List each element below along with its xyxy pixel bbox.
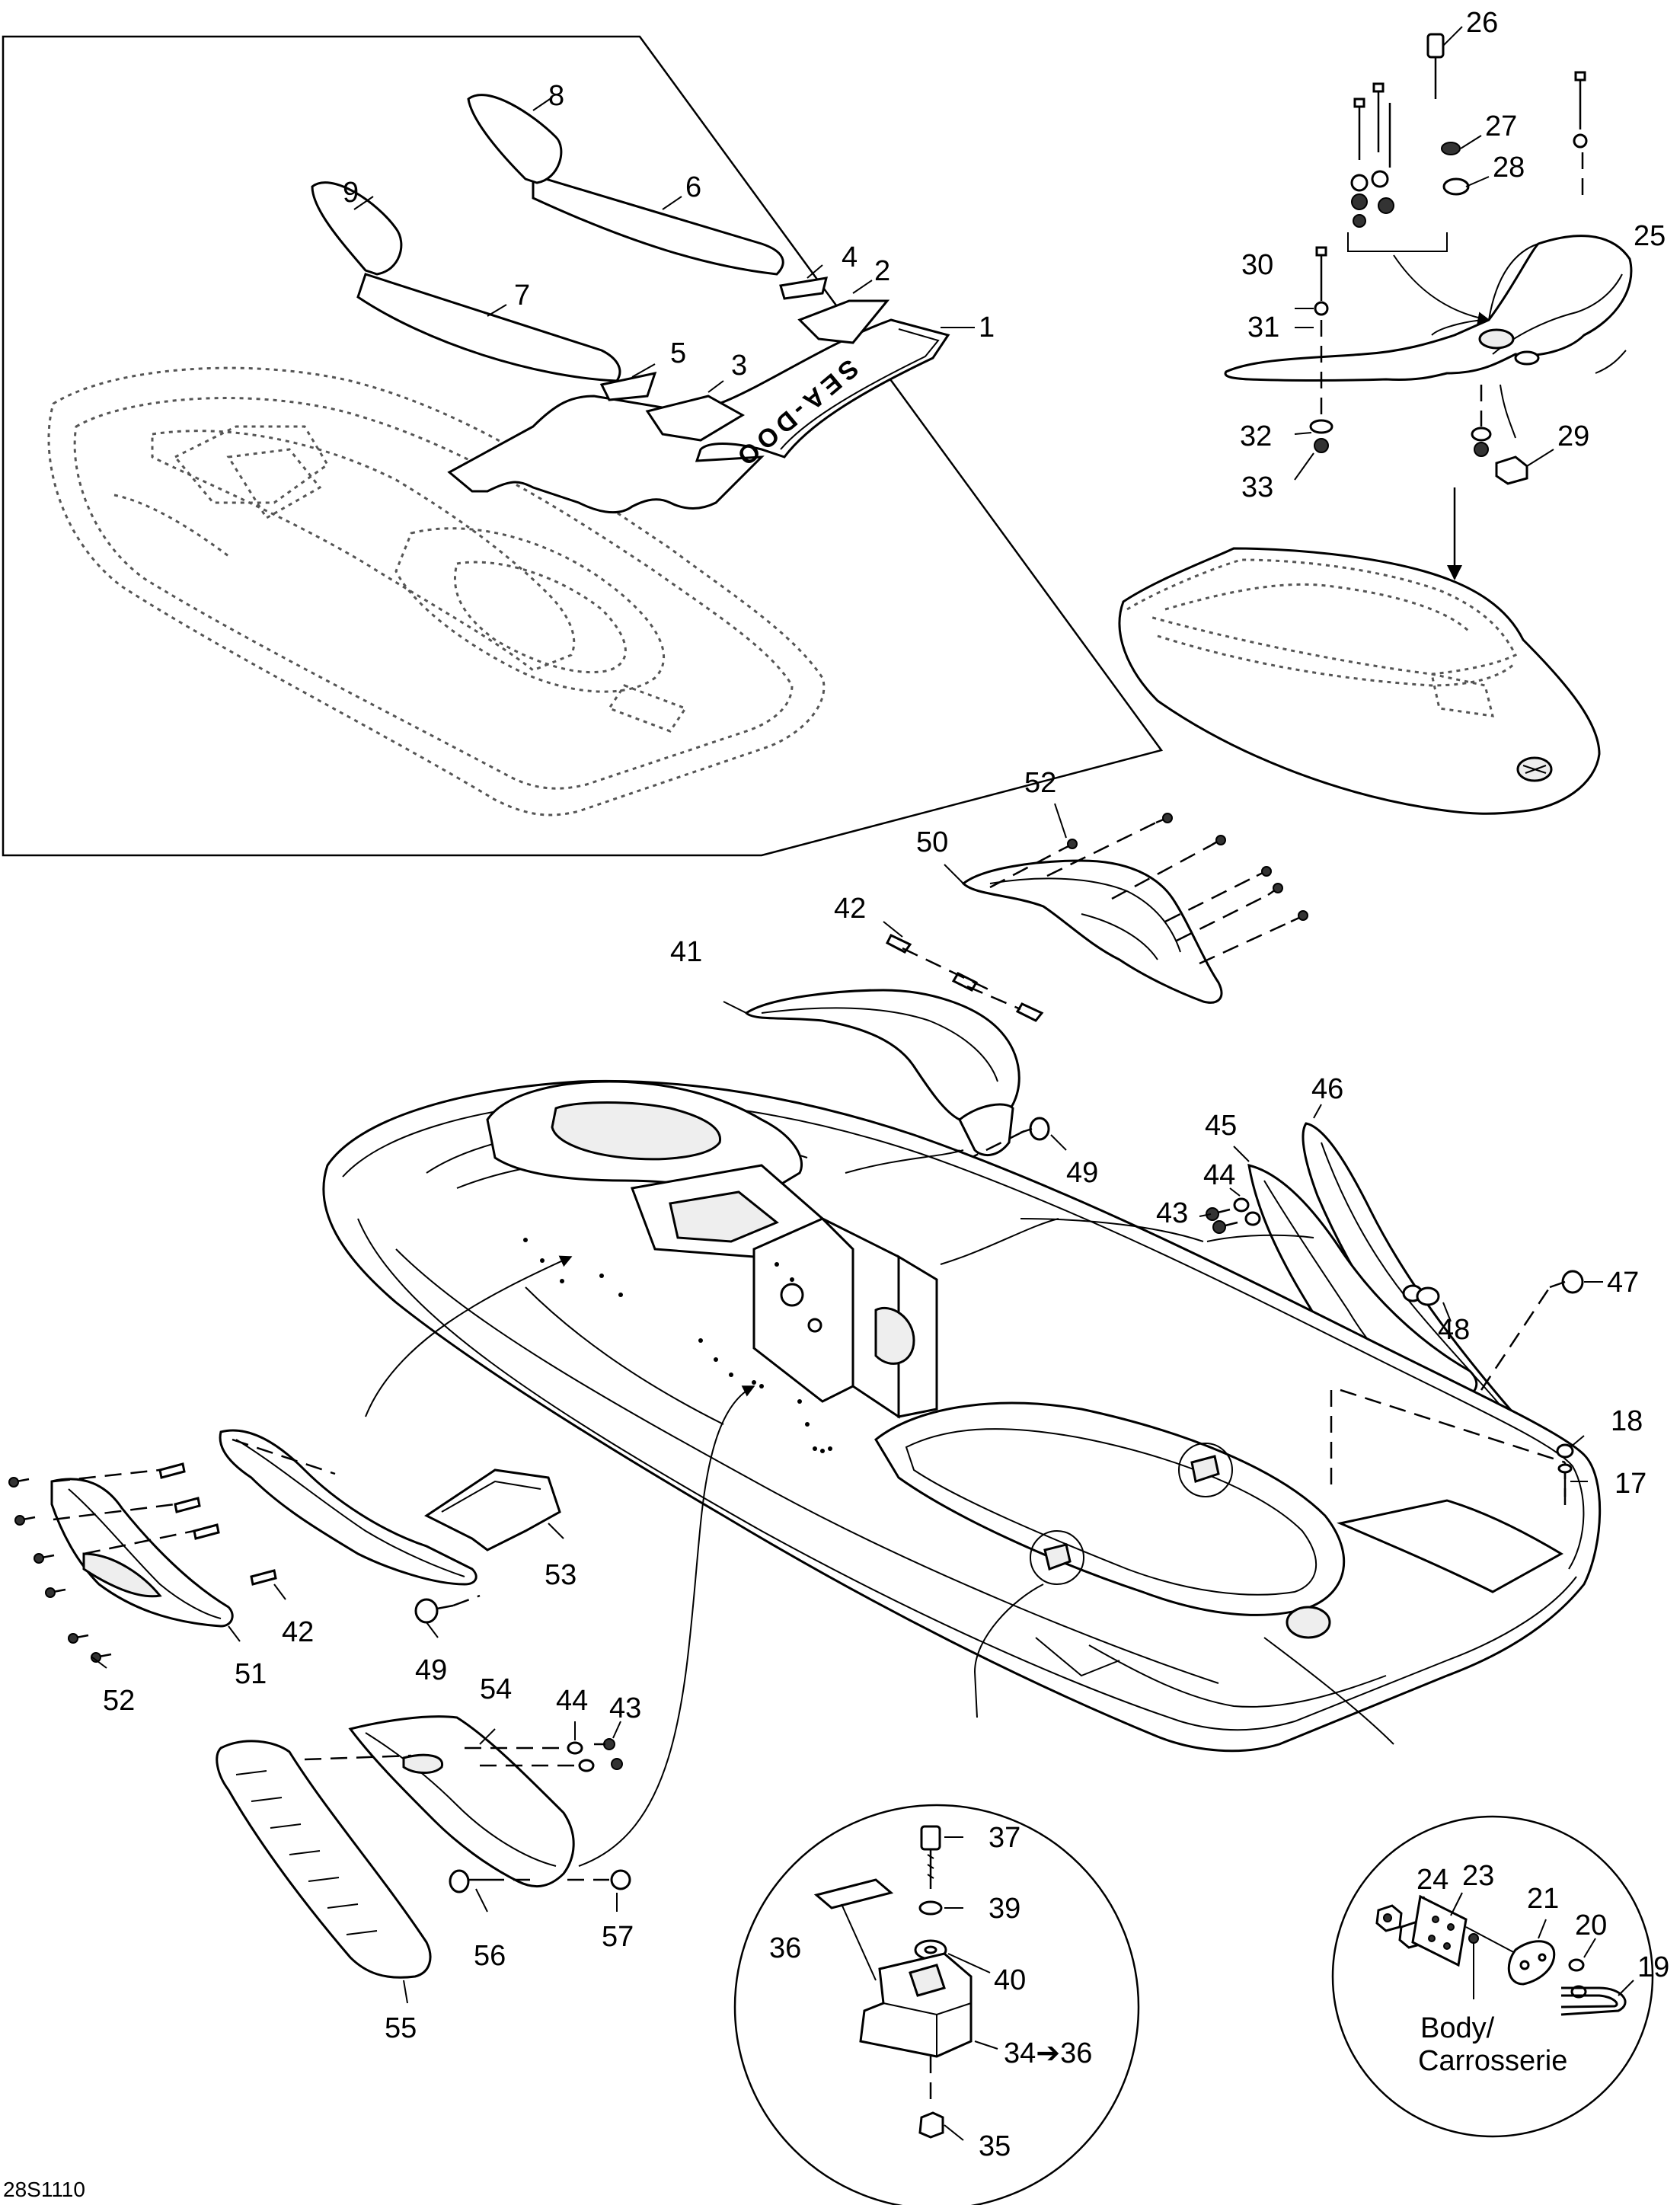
callout-40: 40 bbox=[994, 1964, 1026, 1996]
callout-20: 20 bbox=[1575, 1909, 1607, 1941]
mat-2 bbox=[797, 299, 890, 344]
callout-9: 9 bbox=[343, 177, 359, 209]
handlebar-cover-assembly: 52 50 42 41 49 bbox=[670, 767, 1308, 1212]
callout-8: 8 bbox=[548, 80, 564, 112]
cover-51 bbox=[50, 1478, 234, 1628]
left-cover-assembly: 51 42 53 52 49 bbox=[8, 1429, 577, 1717]
main-body: 18 17 bbox=[322, 1079, 1646, 1867]
mat-6 bbox=[532, 173, 784, 276]
callout-29: 29 bbox=[1557, 420, 1589, 452]
callout-24: 24 bbox=[1417, 1864, 1448, 1896]
callout-23: 23 bbox=[1462, 1860, 1494, 1892]
callout-1: 1 bbox=[979, 312, 995, 344]
callout-44-right: 44 bbox=[1203, 1159, 1235, 1191]
mat-7 bbox=[356, 273, 621, 382]
mat-4 bbox=[779, 276, 829, 300]
mat-8 bbox=[467, 94, 563, 184]
callout-53: 53 bbox=[545, 1559, 577, 1591]
callout-35: 35 bbox=[979, 2130, 1011, 2162]
callout-44-left: 44 bbox=[556, 1685, 588, 1717]
callout-55: 55 bbox=[385, 2012, 417, 2044]
mat-3 bbox=[645, 395, 745, 442]
callout-42-top: 42 bbox=[834, 893, 866, 925]
bracket-53 bbox=[424, 1468, 561, 1551]
body-label-line2: Carrosserie bbox=[1418, 2045, 1567, 2077]
callout-17: 17 bbox=[1615, 1468, 1646, 1500]
callout-26: 26 bbox=[1466, 7, 1498, 39]
screws-51 bbox=[8, 1477, 112, 1663]
callout-27: 27 bbox=[1485, 110, 1517, 142]
callout-42-left: 42 bbox=[282, 1616, 314, 1648]
screws-50 bbox=[989, 813, 1308, 965]
callout-43-left: 43 bbox=[609, 1692, 641, 1724]
rivets-41 bbox=[885, 934, 1044, 1022]
callout-49-left: 49 bbox=[415, 1654, 447, 1686]
callout-4: 4 bbox=[842, 241, 858, 273]
cover-50 bbox=[961, 859, 1223, 1004]
bolts-group bbox=[1347, 26, 1588, 324]
callout-45: 45 bbox=[1205, 1110, 1237, 1142]
callout-52-left: 52 bbox=[103, 1685, 135, 1717]
callout-32: 32 bbox=[1240, 420, 1272, 452]
callout-36: 36 bbox=[769, 1932, 801, 1964]
callout-50: 50 bbox=[916, 826, 948, 858]
rivets-53 bbox=[53, 1438, 336, 1586]
bracket-34 bbox=[859, 1952, 973, 2058]
detail-circle-eyelet: 24 23 21 20 19 Body/ Carrosserie bbox=[1263, 1637, 1669, 2138]
callout-51: 51 bbox=[235, 1658, 267, 1690]
pad-36 bbox=[813, 1878, 894, 1909]
gasket-21 bbox=[1507, 1940, 1556, 1986]
callout-6: 6 bbox=[685, 171, 701, 203]
callout-25: 25 bbox=[1634, 220, 1666, 252]
callout-47: 47 bbox=[1607, 1267, 1639, 1299]
lower-left-panel-assembly: 54 44 43 55 56 57 bbox=[216, 1673, 641, 2044]
callout-39: 39 bbox=[989, 1893, 1020, 1925]
mat-9 bbox=[311, 181, 403, 276]
callout-18: 18 bbox=[1611, 1405, 1643, 1437]
panel-55 bbox=[216, 1740, 432, 1979]
callout-41: 41 bbox=[670, 936, 702, 968]
body-label-line1: Body/ bbox=[1420, 2012, 1495, 2044]
callout-7: 7 bbox=[514, 280, 530, 312]
callout-49-top: 49 bbox=[1066, 1157, 1098, 1189]
plate-23 bbox=[1411, 1894, 1468, 1967]
callout-37: 37 bbox=[989, 1822, 1020, 1854]
callout-57: 57 bbox=[602, 1921, 634, 1953]
callout-56: 56 bbox=[474, 1940, 506, 1972]
stern-handle bbox=[1224, 235, 1633, 382]
callout-46: 46 bbox=[1311, 1073, 1343, 1105]
body-holes bbox=[523, 1238, 832, 1453]
callout-28: 28 bbox=[1493, 152, 1525, 184]
callout-54: 54 bbox=[480, 1673, 512, 1705]
cover-53 bbox=[219, 1429, 477, 1586]
body-seat-well bbox=[874, 1401, 1346, 1616]
callout-31: 31 bbox=[1247, 312, 1279, 344]
detail-circle-strut: 37 39 40 36 34➔36 35 bbox=[733, 1583, 1140, 2205]
callout-21: 21 bbox=[1527, 1883, 1559, 1915]
body-rear-deck bbox=[1337, 1499, 1563, 1593]
callout-43-right: 43 bbox=[1156, 1197, 1188, 1229]
nut-29 bbox=[1495, 455, 1528, 485]
figure-code: 28S1110 bbox=[3, 2178, 85, 2201]
ghost-hull-outline bbox=[47, 366, 826, 816]
callout-3: 3 bbox=[731, 350, 747, 382]
callout-2: 2 bbox=[874, 255, 890, 287]
mat-inset-panel: SEA-DOO 1 2 3 4 5 6 7 8 9 bbox=[2, 35, 1164, 857]
callout-52-top: 52 bbox=[1024, 767, 1056, 799]
callout-5: 5 bbox=[670, 337, 686, 369]
callout-30: 30 bbox=[1241, 249, 1273, 281]
panel-55-slots bbox=[235, 1770, 378, 1935]
callout-48: 48 bbox=[1438, 1314, 1470, 1346]
mat-5 bbox=[599, 371, 657, 401]
callout-19: 19 bbox=[1637, 1951, 1669, 1983]
rear-deck-portion bbox=[1118, 547, 1601, 815]
stern-handle-assembly: 26 27 28 25 30 31 32 33 29 bbox=[1118, 7, 1666, 815]
callout-34-36: 34➔36 bbox=[1004, 2037, 1092, 2069]
callout-33: 33 bbox=[1241, 471, 1273, 503]
